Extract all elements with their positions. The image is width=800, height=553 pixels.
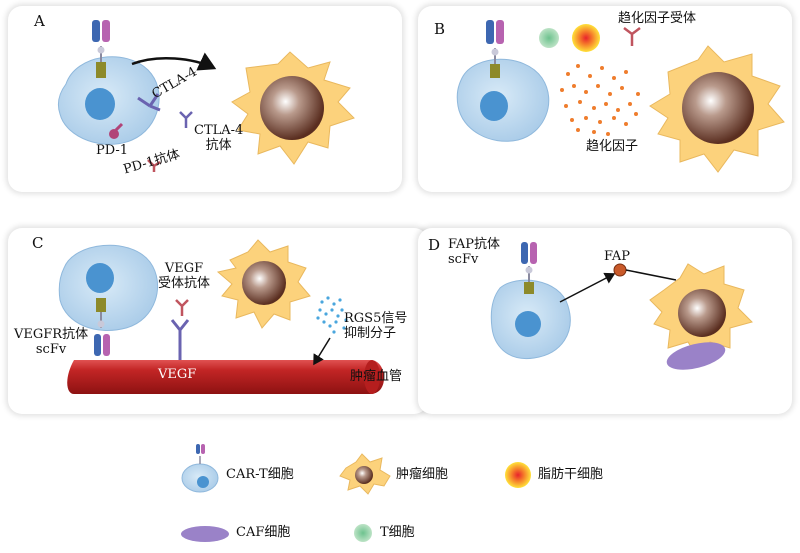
fap-link	[625, 269, 677, 281]
ctla4-receptor	[137, 93, 161, 112]
rgs5-label: RGS5信号 抑制分子	[344, 311, 408, 342]
legend-t-cell-icon	[354, 524, 372, 542]
ctla4-antibody-l1: CTLA-4	[194, 123, 244, 138]
pd1-antibody-icon	[147, 159, 161, 172]
attack-arrow	[131, 52, 217, 71]
vessel-end	[364, 360, 380, 394]
panel-letter: B	[434, 20, 446, 38]
fap-marker	[613, 263, 627, 277]
panel-c-graphic	[58, 239, 384, 394]
legend-caf-icon	[181, 526, 229, 542]
cancer-stem-cell	[572, 24, 600, 52]
tumor-nucleus	[242, 261, 286, 305]
fap-label: FAP	[604, 249, 631, 264]
tumor-vessel-label: 肿瘤血管	[350, 369, 403, 384]
car-receptor	[92, 20, 110, 78]
panel-b: B 趋化因子受体 趋化因子	[418, 6, 792, 192]
fap-scfv-l1: FAP抗体	[448, 237, 501, 252]
ctla4-antibody-icon	[179, 111, 193, 128]
panel-c: C VEGF 受体抗体 RGS5信号 抑制分子 VEGFR抗体 scFv VEG…	[8, 228, 428, 414]
car-t-nucleus	[85, 88, 115, 120]
tumor-vessel	[67, 360, 384, 394]
car-receptor	[94, 298, 110, 356]
legend-t-cell-label: T细胞	[380, 525, 415, 540]
legend-tumor-label: 肿瘤细胞	[396, 467, 449, 482]
vegf-receptor	[170, 319, 190, 360]
tumor-nucleus	[678, 289, 726, 337]
ctla4-antibody-label: CTLA-4 抗体	[194, 123, 244, 154]
fap-scfv-label: FAP抗体 scFv	[448, 237, 501, 268]
panel-b-graphic	[456, 20, 785, 173]
vegf-antibody-l1: VEGF	[164, 261, 204, 276]
panel-letter: D	[428, 236, 441, 254]
rgs5-l2: 抑制分子	[344, 325, 397, 341]
vegf-antibody-l2: 受体抗体	[158, 275, 211, 291]
panel-d-graphic	[490, 242, 753, 370]
rgs5-l1: RGS5信号	[344, 311, 408, 326]
car-t-nucleus	[480, 91, 508, 121]
car-t-nucleus	[515, 311, 541, 337]
chemokine-receptor-icon	[623, 27, 641, 46]
panel-a: A CTLA-4 CTLA-4 抗体 PD-1 PD-1抗体	[8, 6, 402, 192]
rgs5-dots	[316, 296, 348, 334]
chemokine-receptor-label: 趋化因子受体	[618, 11, 697, 26]
fap-scfv-l2: scFv	[448, 251, 479, 267]
car-receptor	[521, 242, 537, 294]
vegf-antibody-label: VEGF 受体抗体	[158, 261, 211, 292]
vegfr-scfv-l2: scFv	[35, 341, 67, 357]
vegf-antibody-icon	[175, 299, 189, 316]
target-arrow	[559, 272, 616, 303]
legend-car-t-label: CAR-T细胞	[226, 467, 294, 482]
panel-d: D FAP抗体 scFv FAP	[418, 228, 792, 414]
chemokine-label: 趋化因子	[586, 139, 639, 154]
legend-csc-label: 脂肪干细胞	[538, 467, 604, 482]
legend-car-t-icon	[181, 444, 219, 493]
panel-letter: C	[32, 234, 44, 252]
vegfr-scfv-l1: VEGFR抗体	[14, 327, 89, 342]
panel-letter: A	[34, 12, 45, 30]
ctla4-antibody-l2: 抗体	[205, 137, 232, 153]
pd1-receptor	[109, 122, 124, 139]
pd1-label: PD-1	[96, 143, 129, 158]
vegfr-scfv-label: VEGFR抗体 scFv	[14, 327, 89, 358]
car-receptor	[486, 20, 504, 78]
legend-caf-label: CAF细胞	[236, 525, 291, 540]
chemokine-dots	[560, 64, 640, 136]
tumor-nucleus	[682, 72, 754, 144]
car-t-nucleus	[86, 263, 114, 293]
panel-a-graphic	[57, 20, 355, 172]
tumor-nucleus	[260, 76, 324, 140]
legend-tumor-icon	[339, 453, 391, 495]
caf-cell	[666, 342, 726, 370]
t-cell	[539, 28, 559, 48]
legend-csc-icon	[505, 462, 531, 488]
vegf-label: VEGF	[158, 367, 197, 382]
rgs5-arrow	[313, 337, 331, 366]
